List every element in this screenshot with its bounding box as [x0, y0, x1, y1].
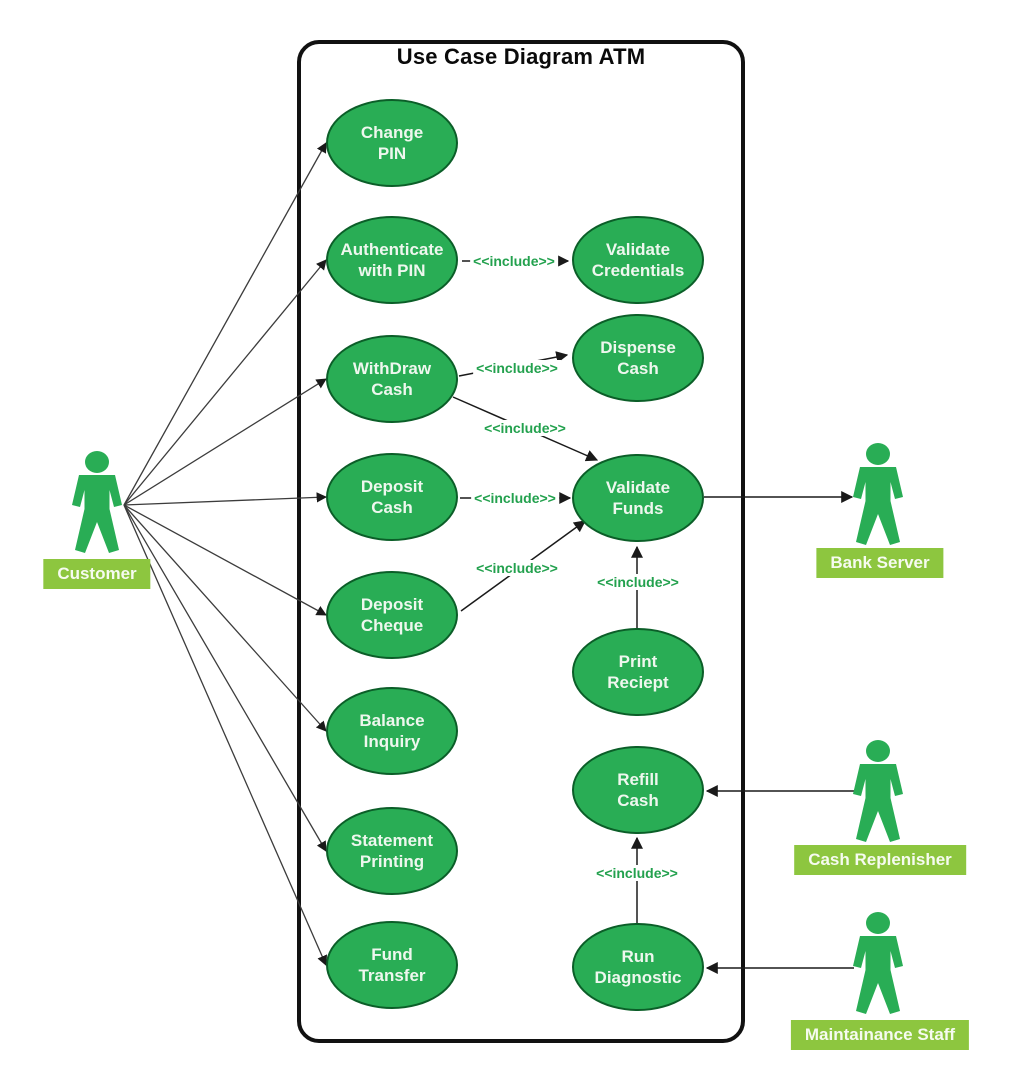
edge-customer-statement-printing: [123, 504, 327, 852]
use-case-change-pin: Change PIN: [326, 99, 458, 187]
use-case-validate-credentials: Validate Credentials: [572, 216, 704, 304]
use-case-label: Deposit Cheque: [360, 594, 424, 635]
maintainance-staff-actor-icon: [853, 912, 903, 1014]
use-case-deposit-cheque: Deposit Cheque: [326, 571, 458, 659]
bank-server-actor-icon: [853, 443, 903, 545]
include-stereotype: <<include>>: [470, 253, 558, 269]
use-case-label: Fund Transfer: [358, 944, 426, 985]
actor-label-maintainance-staff: Maintainance Staff: [790, 1020, 970, 1050]
use-case-deposit-cash: Deposit Cash: [326, 453, 458, 541]
use-case-dispense-cash: Dispense Cash: [572, 314, 704, 402]
actor-label-cash-replenisher: Cash Replenisher: [794, 845, 966, 875]
use-case-label: Validate Credentials: [591, 239, 685, 280]
include-stereotype: <<include>>: [481, 420, 569, 436]
use-case-label: Refill Cash: [617, 769, 659, 810]
edge-customer-change-pin: [123, 142, 327, 506]
use-case-withdraw-cash: WithDraw Cash: [326, 335, 458, 423]
system-boundary: [297, 40, 745, 1043]
use-case-run-diagnostic: Run Diagnostic: [572, 923, 704, 1011]
include-stereotype: <<include>>: [473, 360, 561, 376]
include-stereotype: <<include>>: [471, 490, 559, 506]
use-case-label: Run Diagnostic: [594, 946, 682, 987]
use-case-label: Authenticate with PIN: [340, 239, 444, 280]
use-case-balance-inquiry: Balance Inquiry: [326, 687, 458, 775]
include-stereotype: <<include>>: [593, 865, 681, 881]
include-stereotype: <<include>>: [473, 560, 561, 576]
actor-label-customer: Customer: [43, 559, 151, 589]
use-case-label: Statement Printing: [350, 830, 434, 871]
use-case-label: Balance Inquiry: [359, 710, 425, 751]
use-case-label: Deposit Cash: [360, 476, 424, 517]
use-case-label: Dispense Cash: [600, 337, 676, 378]
use-case-authenticate-with-pin: Authenticate with PIN: [326, 216, 458, 304]
customer-actor-icon: [72, 451, 122, 553]
use-case-fund-transfer: Fund Transfer: [326, 921, 458, 1009]
use-case-validate-funds: Validate Funds: [572, 454, 704, 542]
use-case-refill-cash: Refill Cash: [572, 746, 704, 834]
use-case-label: Print Reciept: [607, 651, 669, 692]
actor-label-bank-server: Bank Server: [816, 548, 944, 578]
use-case-label: Validate Funds: [605, 477, 671, 518]
edge-customer-fund-transfer: [123, 504, 327, 966]
use-case-label: Change PIN: [360, 122, 424, 163]
cash-replenisher-actor-icon: [853, 740, 903, 842]
diagram-title: Use Case Diagram ATM: [396, 44, 646, 69]
include-stereotype: <<include>>: [594, 574, 682, 590]
edge-customer-authenticate: [123, 259, 327, 506]
use-case-label: WithDraw Cash: [352, 358, 432, 399]
edge-customer-balance-inquiry: [123, 504, 327, 732]
edge-customer-deposit-cash: [123, 492, 328, 506]
edge-customer-withdraw-cash: [123, 378, 327, 506]
use-case-statement-printing: Statement Printing: [326, 807, 458, 895]
use-case-print-reciept: Print Reciept: [572, 628, 704, 716]
edge-customer-deposit-cheque: [123, 504, 327, 616]
